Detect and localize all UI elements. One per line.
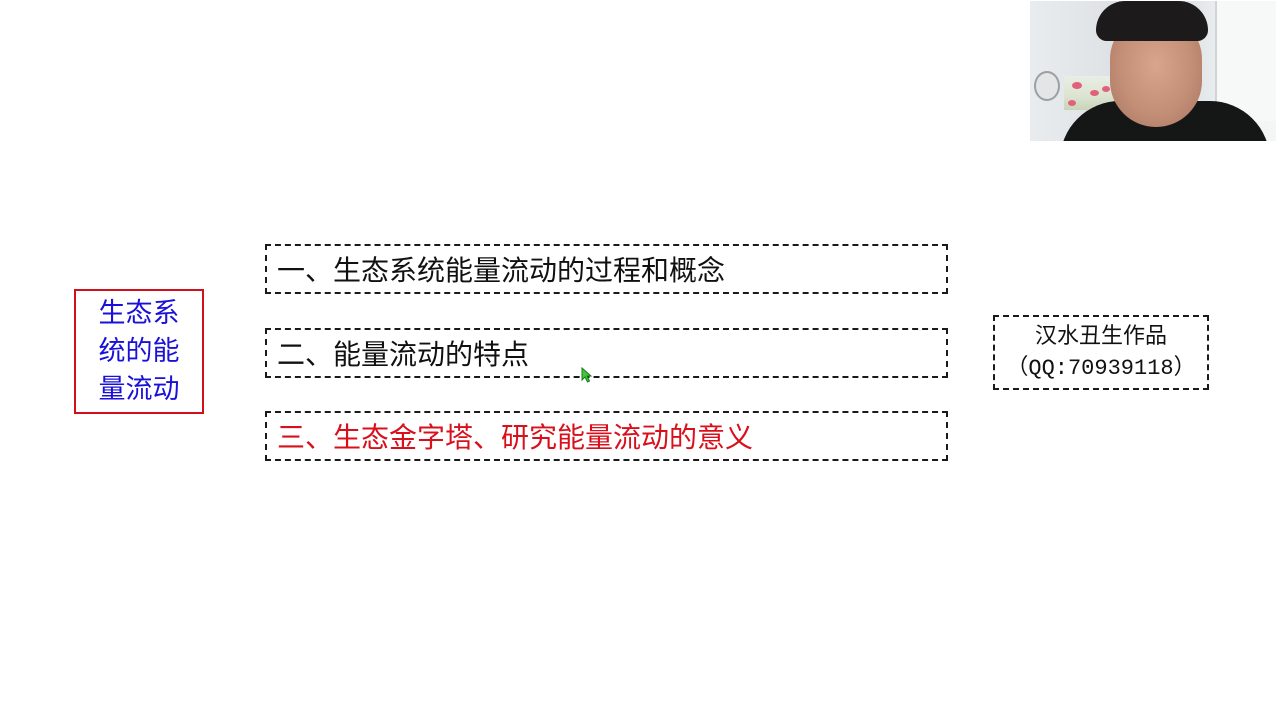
author-credit-box: 汉水丑生作品 （QQ:70939118） — [993, 315, 1209, 390]
outline-item-3[interactable]: 三、生态金字塔、研究能量流动的意义 — [265, 411, 948, 461]
topic-title-line: 生态系 — [98, 297, 180, 329]
wall-clock — [1034, 71, 1060, 101]
topic-title-line: 量流动 — [98, 373, 180, 405]
topic-title-box: 生态系 统的能 量流动 — [74, 289, 204, 414]
outline-item-1[interactable]: 一、生态系统能量流动的过程和概念 — [265, 244, 948, 294]
presenter-hair — [1096, 1, 1208, 41]
topic-title-line: 统的能 — [98, 335, 180, 367]
presenter-webcam — [1030, 1, 1276, 141]
outline-item-label: 三、生态金字塔、研究能量流动的意义 — [277, 421, 754, 454]
author-contact: （QQ:70939118） — [1006, 355, 1196, 381]
outline-item-label: 二、能量流动的特点 — [277, 338, 530, 371]
webcam-window-background — [1215, 1, 1276, 121]
outline-item-2[interactable]: 二、能量流动的特点 — [265, 328, 948, 378]
author-name: 汉水丑生作品 — [1034, 323, 1167, 349]
outline-item-label: 一、生态系统能量流动的过程和概念 — [277, 254, 726, 287]
